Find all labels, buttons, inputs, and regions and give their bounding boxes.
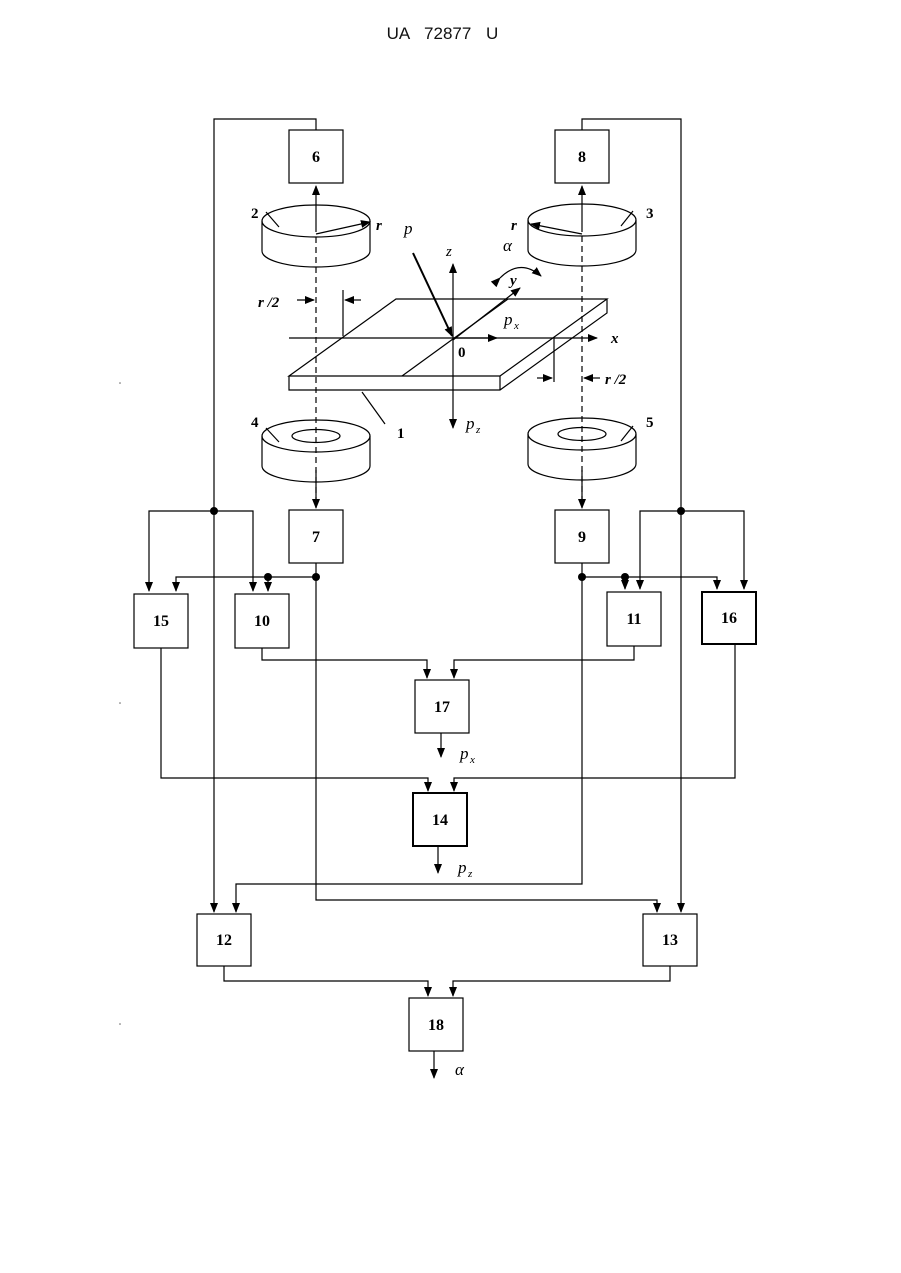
svg-text:z: z (475, 424, 481, 436)
svg-text:6: 6 (312, 149, 320, 166)
svg-text:12: 12 (216, 932, 232, 949)
label-part-4: 4 (251, 415, 259, 431)
block-16: 16 (702, 592, 756, 644)
label-r-half-right: r /2 (605, 372, 627, 388)
svg-text:15: 15 (153, 613, 169, 630)
junction-dots (210, 507, 685, 581)
svg-text:z: z (467, 868, 473, 880)
svg-text:13: 13 (662, 932, 678, 949)
label-px-output: p x (459, 744, 475, 766)
alpha-rotation-arrow (500, 267, 541, 278)
force-p-arrow (413, 253, 452, 336)
block-12: 12 (197, 914, 251, 966)
svg-text:7: 7 (312, 529, 320, 546)
label-origin: 0 (458, 345, 466, 361)
label-part-2: 2 (251, 206, 259, 222)
label-p: p (403, 219, 413, 238)
label-pz-top: p z (465, 414, 481, 436)
svg-text:18: 18 (428, 1017, 444, 1034)
svg-text:16: 16 (721, 610, 737, 627)
label-r-right: r (511, 218, 517, 234)
svg-text:x: x (469, 754, 475, 766)
plate-1 (289, 299, 607, 390)
label-r-half-left: r /2 (258, 295, 280, 311)
label-part-5: 5 (646, 415, 654, 431)
block-14: 14 (413, 793, 467, 846)
svg-text:9: 9 (578, 529, 586, 546)
svg-text:11: 11 (626, 611, 641, 628)
svg-text:p: p (457, 858, 467, 877)
label-part-3: 3 (646, 206, 654, 222)
block-13: 13 (643, 914, 697, 966)
svg-text:17: 17 (434, 699, 450, 716)
block-15: 15 (134, 594, 188, 648)
block-8: 8 (555, 130, 609, 183)
block-9: 9 (555, 510, 609, 563)
label-alpha-top: α (503, 236, 513, 255)
label-y: y (508, 273, 517, 289)
svg-text:p: p (503, 310, 513, 329)
svg-text:p: p (459, 744, 469, 763)
label-px-top: p x (503, 310, 519, 332)
label-alpha-output: α (455, 1060, 465, 1079)
label-z: z (445, 244, 452, 260)
label-x: x (610, 331, 619, 347)
block-18: 18 (409, 998, 463, 1051)
block-11: 11 (607, 592, 661, 646)
label-pz-output: p z (457, 858, 473, 880)
block-7: 7 (289, 510, 343, 563)
svg-text:10: 10 (254, 613, 270, 630)
label-r-left: r (376, 218, 382, 234)
label-part-1: 1 (397, 426, 405, 442)
block-10: 10 (235, 594, 289, 648)
svg-text:x: x (513, 320, 519, 332)
block-6: 6 (289, 130, 343, 183)
block-17: 17 (415, 680, 469, 733)
svg-text:14: 14 (432, 812, 448, 829)
svg-text:p: p (465, 414, 475, 433)
svg-text:8: 8 (578, 149, 586, 166)
